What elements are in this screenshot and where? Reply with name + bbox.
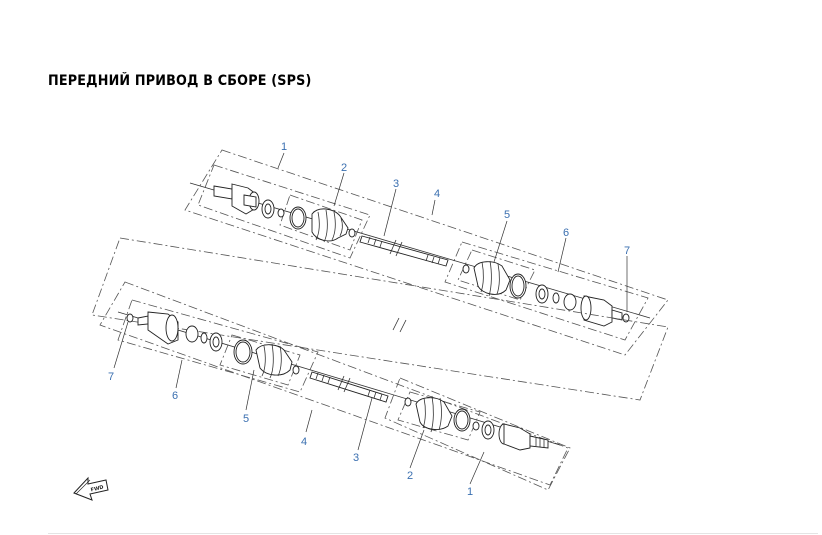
snap-ring-icon bbox=[277, 208, 285, 218]
callout-upper-1[interactable]: 1 bbox=[281, 141, 287, 153]
o-ring-lower bbox=[185, 325, 199, 343]
callout-lower-4[interactable]: 4 bbox=[301, 436, 307, 448]
callout-upper-4[interactable]: 4 bbox=[434, 188, 440, 200]
bearing-cage-lower-right bbox=[481, 420, 495, 440]
cv-boot-lower-right bbox=[415, 395, 453, 433]
frame-4-lower bbox=[99, 281, 569, 486]
page-title: ПЕРЕДНИЙ ПРИВОД В СБОРЕ (SPS) bbox=[48, 73, 312, 89]
callout-upper-7[interactable]: 7 bbox=[624, 245, 630, 257]
circlip-lower bbox=[126, 313, 134, 323]
upper-assembly bbox=[184, 149, 669, 356]
callout-lower-3[interactable]: 3 bbox=[353, 452, 359, 464]
callout-upper-2[interactable]: 2 bbox=[341, 162, 347, 174]
callout-lower-5[interactable]: 5 bbox=[243, 413, 249, 425]
frame-outer-lower bbox=[91, 237, 669, 401]
cv-boot-lower bbox=[255, 343, 293, 379]
callout-upper-6[interactable]: 6 bbox=[563, 227, 569, 239]
callout-lower-2[interactable]: 2 bbox=[407, 470, 413, 482]
frame-4-upper bbox=[184, 149, 669, 356]
fwd-arrow-icon: FWD bbox=[73, 476, 109, 501]
frame-1-upper bbox=[197, 164, 371, 259]
callout-lower-6[interactable]: 6 bbox=[172, 390, 178, 402]
lower-assembly bbox=[91, 237, 669, 491]
bottom-divider bbox=[48, 533, 818, 534]
inner-joint-housing-upper bbox=[213, 183, 260, 215]
frame-1-lower bbox=[384, 377, 571, 491]
frame-2-lower bbox=[397, 391, 481, 441]
bearing-cage-lower bbox=[209, 332, 223, 352]
small-clamp-upper bbox=[348, 228, 356, 238]
cv-boot-upper bbox=[311, 208, 349, 243]
callout-lower-7[interactable]: 7 bbox=[108, 371, 114, 383]
frame-6-upper bbox=[444, 241, 649, 341]
inner-joint-housing-lower bbox=[498, 423, 549, 451]
outer-joint-housing-lower bbox=[137, 311, 179, 345]
bearing-cage-upper bbox=[261, 199, 275, 219]
callout-lower-1[interactable]: 1 bbox=[467, 486, 473, 498]
cv-boot-upper-right bbox=[473, 260, 511, 297]
outer-joint-housing-upper bbox=[580, 295, 623, 327]
callout-upper-3[interactable]: 3 bbox=[393, 178, 399, 190]
axle-shaft-lower bbox=[309, 371, 389, 403]
axle-shaft-upper bbox=[359, 235, 449, 267]
fwd-label: FWD bbox=[90, 484, 104, 493]
callout-upper-5[interactable]: 5 bbox=[504, 209, 510, 221]
bearing-cage-upper-right bbox=[535, 284, 549, 304]
o-ring-upper bbox=[563, 293, 577, 311]
break-mark bbox=[392, 317, 407, 333]
axis-lower bbox=[117, 311, 561, 446]
